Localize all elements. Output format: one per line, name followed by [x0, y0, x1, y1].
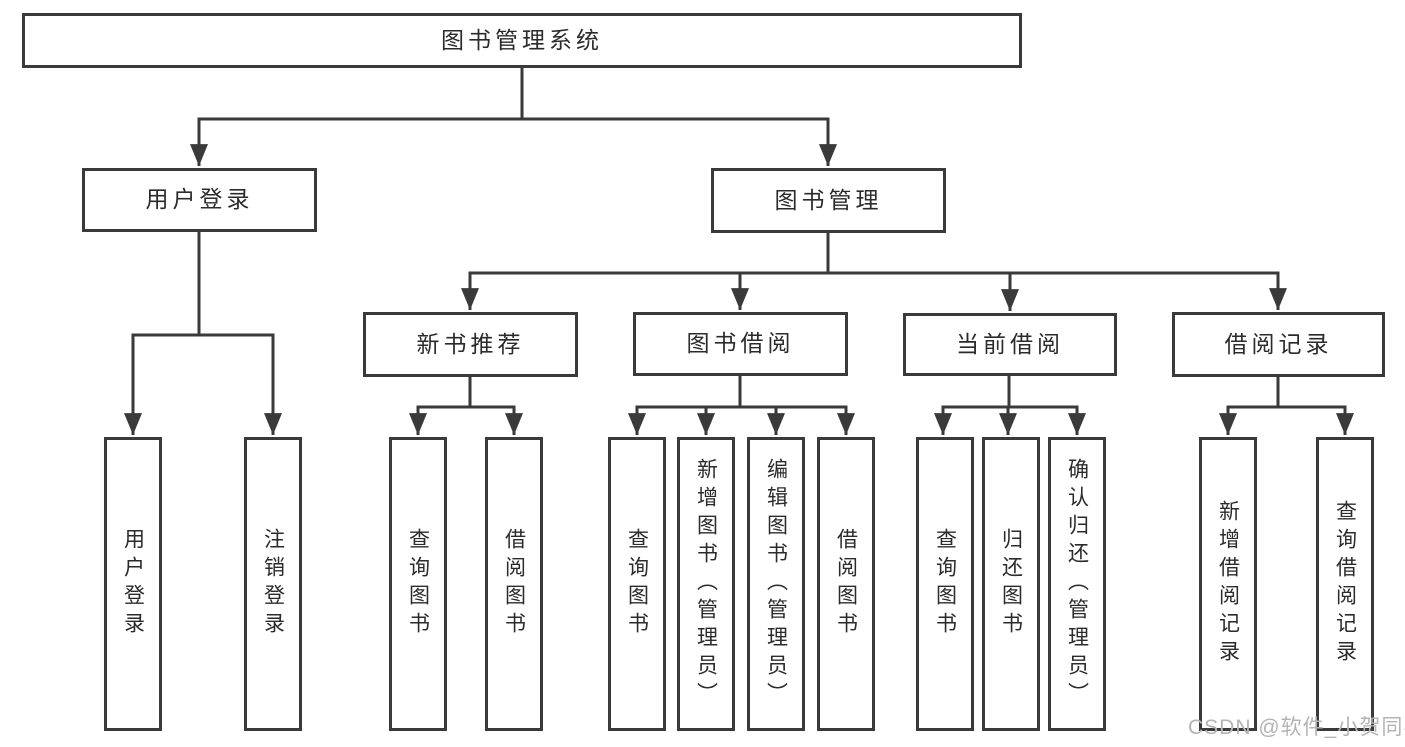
node-user-login: 用户登录 [82, 168, 317, 232]
node-borrow-records: 借阅记录 [1172, 312, 1385, 377]
node-book-management: 图书管理 [711, 168, 946, 233]
leaf-return-books: 归还图书 [982, 437, 1040, 731]
node-current-borrow: 当前借阅 [903, 313, 1117, 376]
csdn-watermark: CSDN @软件_小贺同学 [1188, 716, 1405, 739]
leaf-query-books-current: 查询图书 [916, 437, 974, 731]
leaf-query-books-newrec: 查询图书 [389, 437, 447, 731]
leaf-logout: 注销登录 [244, 437, 302, 731]
leaf-borrow-books: 借阅图书 [817, 437, 875, 731]
leaf-query-books-borrow: 查询图书 [608, 437, 666, 731]
leaf-edit-books-admin: 编辑图书（管理员） [747, 437, 805, 731]
leaf-user-login: 用户登录 [104, 437, 162, 731]
node-book-borrow: 图书借阅 [633, 312, 848, 376]
node-new-book-recommend: 新书推荐 [363, 312, 578, 377]
node-system-root: 图书管理系统 [22, 13, 1022, 68]
leaf-query-borrow-record: 查询借阅记录 [1316, 437, 1374, 731]
leaf-confirm-return-admin: 确认归还（管理员） [1048, 437, 1106, 731]
leaf-add-borrow-record: 新增借阅记录 [1199, 437, 1257, 731]
leaf-add-books-admin: 新增图书（管理员） [677, 437, 735, 731]
leaf-borrow-books-newrec: 借阅图书 [485, 437, 543, 731]
